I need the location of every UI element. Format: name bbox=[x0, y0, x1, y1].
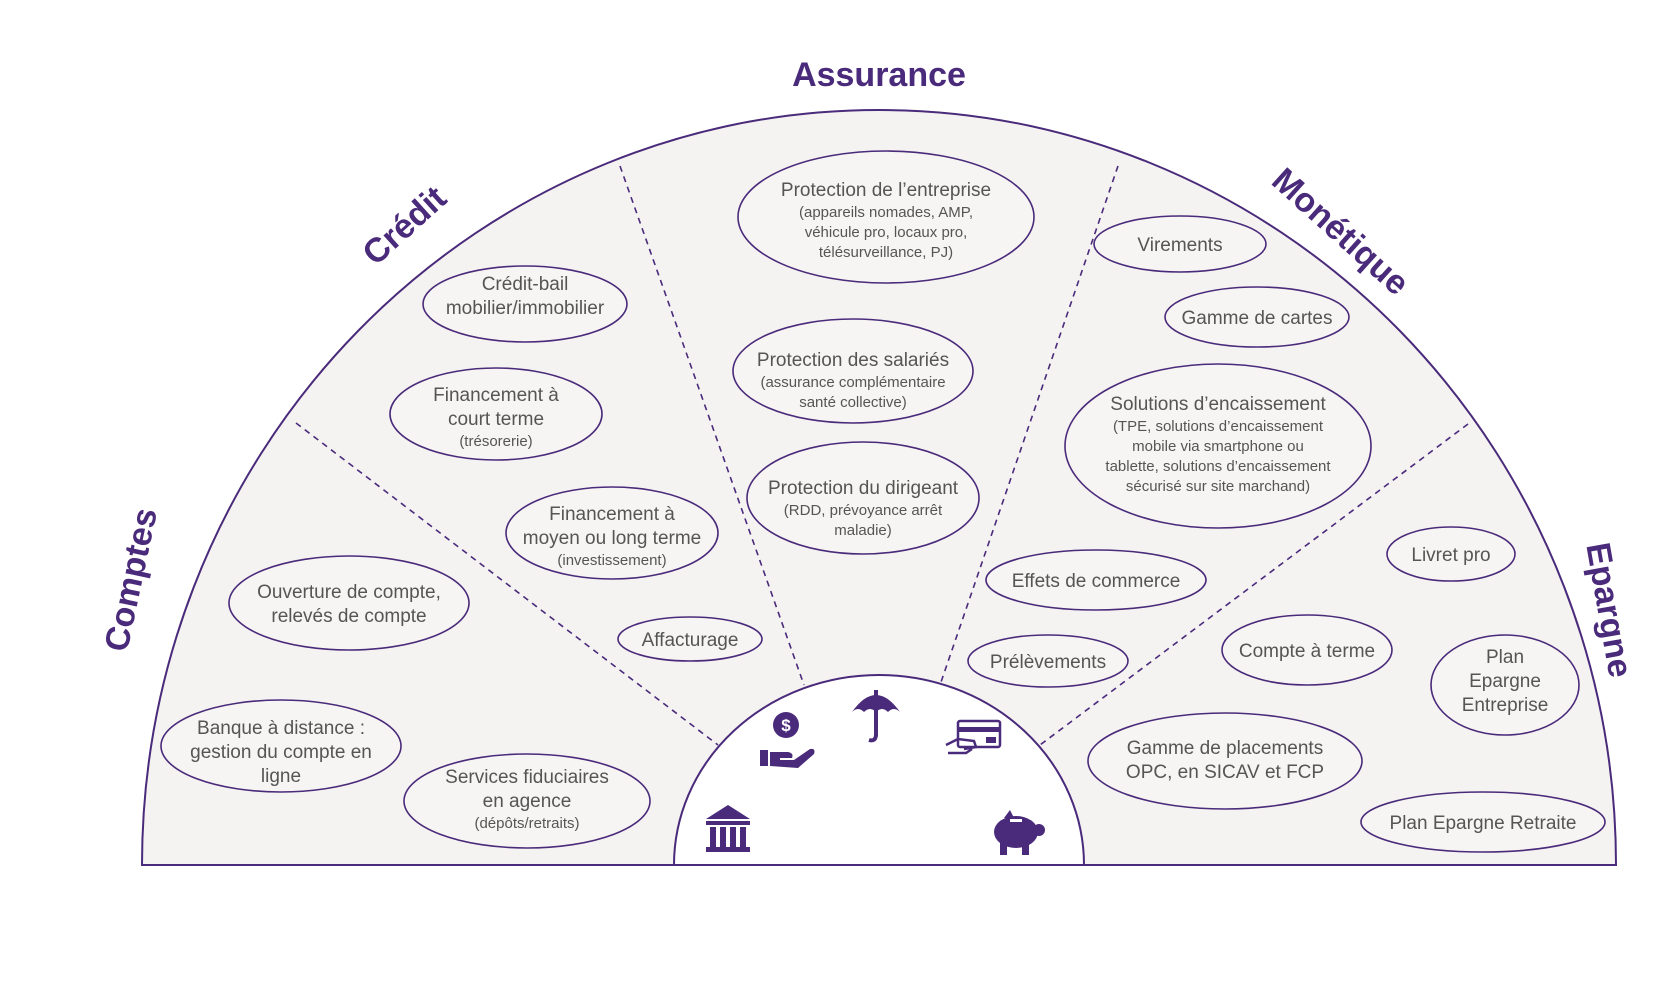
bubble-detail-line: santé collective) bbox=[799, 394, 907, 411]
bubble-plan-epargne-retraite: Plan Epargne Retraite bbox=[1360, 791, 1606, 853]
bubble-banque-distance: Banque à distance : gestion du compte en l… bbox=[160, 699, 402, 793]
bubble-financement-court: Financement à court terme (trésorerie) bbox=[389, 367, 603, 461]
bubble-title-line: ligne bbox=[261, 766, 301, 787]
bubble-outline bbox=[1360, 791, 1606, 853]
bubble-outline bbox=[1087, 712, 1363, 810]
bubble-detail-line: (assurance complémentaire bbox=[760, 374, 945, 391]
bubble-outline bbox=[746, 441, 980, 555]
bubble-title-line: Services fiduciaires bbox=[445, 767, 609, 788]
bubble-title-line: Compte à terme bbox=[1239, 641, 1375, 662]
bubble-title-line: Protection du dirigeant bbox=[768, 478, 959, 499]
bubble-detail-line: (TPE, solutions d’encaissement bbox=[1113, 418, 1324, 435]
bubble-title-line: Financement à bbox=[549, 504, 675, 525]
bubble-title-line: Banque à distance : bbox=[197, 718, 365, 739]
bubble-title-line: Ouverture de compte, bbox=[257, 582, 441, 603]
bubble-outline bbox=[422, 265, 628, 343]
bubble-detail-line: mobile via smartphone ou bbox=[1132, 438, 1304, 455]
bubble-financement-moyen: Financement à moyen ou long terme (investi… bbox=[505, 486, 719, 580]
bubble-detail-line: (RDD, prévoyance arrêt bbox=[784, 502, 943, 519]
bubble-outline bbox=[389, 367, 603, 461]
bubble-title-line: gestion du compte en bbox=[190, 742, 372, 763]
bubble-protection-entreprise: Protection de l’entreprise (appareils nom… bbox=[737, 150, 1035, 284]
bubble-outline bbox=[160, 699, 402, 793]
bubble-prelevements: Prélèvements bbox=[967, 634, 1129, 688]
bubble-gamme-cartes: Gamme de cartes bbox=[1164, 286, 1350, 348]
bubble-title-line: court terme bbox=[448, 409, 544, 430]
bubble-title-line: Entreprise bbox=[1462, 695, 1549, 716]
bubble-outline bbox=[228, 555, 470, 651]
bubble-affacturage: Affacturage bbox=[617, 616, 763, 662]
bubble-detail-line: tablette, solutions d’encaissement bbox=[1105, 458, 1331, 475]
bubble-detail-line: (dépôts/retraits) bbox=[474, 815, 579, 832]
bubble-title-line: Livret pro bbox=[1411, 545, 1490, 566]
bank-icon bbox=[706, 805, 750, 852]
bubble-title-line: Affacturage bbox=[642, 630, 739, 651]
bubble-livret-pro: Livret pro bbox=[1386, 526, 1516, 582]
bubble-outline bbox=[1430, 634, 1580, 736]
bubble-detail-line: maladie) bbox=[834, 522, 892, 539]
bubble-title-line: Financement à bbox=[433, 385, 559, 406]
money-hand-icon: $ bbox=[760, 712, 815, 768]
bubble-outline bbox=[403, 753, 651, 849]
bubble-solutions-encaissement: Solutions d’encaissement (TPE, solutions … bbox=[1064, 363, 1372, 529]
bubble-outline bbox=[985, 549, 1207, 611]
bubble-title-line: Protection de l’entreprise bbox=[781, 180, 991, 201]
bubble-detail-line: télésurveillance, PJ) bbox=[819, 244, 953, 261]
bubble-title-line: Virements bbox=[1137, 235, 1222, 256]
bubble-outline bbox=[505, 486, 719, 580]
bubble-title-line: Effets de commerce bbox=[1012, 571, 1181, 592]
bubble-services-fiduciaires: Services fiduciaires en agence (dépôts/ret… bbox=[403, 753, 651, 849]
bubble-title-line: Protection des salariés bbox=[757, 350, 949, 371]
bubble-title-line: Prélèvements bbox=[990, 652, 1106, 673]
bubble-effets-commerce: Effets de commerce bbox=[985, 549, 1207, 611]
bubble-title-line: Gamme de placements bbox=[1127, 738, 1323, 759]
bubble-title-line: Crédit-bail bbox=[482, 274, 569, 295]
bubble-outline bbox=[617, 616, 763, 662]
bubble-outline bbox=[737, 150, 1035, 284]
separator-comptes-credit bbox=[295, 422, 719, 746]
bubble-outline bbox=[1064, 363, 1372, 529]
bubble-title-line: Plan bbox=[1486, 647, 1524, 668]
umbrella-icon bbox=[852, 690, 900, 743]
bubble-protection-dirigeant: Protection du dirigeant (RDD, prévoyance … bbox=[746, 441, 980, 555]
bubble-outline bbox=[1386, 526, 1516, 582]
bubble-title-line: Plan Epargne Retraite bbox=[1390, 813, 1577, 834]
bubble-compte-terme: Compte à terme bbox=[1221, 614, 1393, 686]
bubble-detail-line: véhicule pro, locaux pro, bbox=[805, 224, 968, 241]
bubble-detail-line: (trésorerie) bbox=[459, 433, 532, 450]
bubble-detail-line: (appareils nomades, AMP, bbox=[799, 204, 973, 221]
separator-monetique-epargne bbox=[1039, 423, 1469, 746]
bubble-credit-bail: Crédit-bail mobilier/immobilier bbox=[422, 265, 628, 343]
bubble-title-line: moyen ou long terme bbox=[523, 528, 702, 549]
bubble-outline bbox=[1093, 215, 1267, 273]
svg-text:$: $ bbox=[781, 716, 791, 735]
bubble-title-line: Epargne bbox=[1469, 671, 1541, 692]
bubble-title-line: OPC, en SICAV et FCP bbox=[1126, 762, 1324, 783]
bubble-detail-line: sécurisé sur site marchand) bbox=[1126, 478, 1310, 495]
bubble-title-line: Solutions d’encaissement bbox=[1110, 394, 1326, 415]
bubble-title-line: en agence bbox=[483, 791, 572, 812]
sector-title-assurance: Assurance bbox=[792, 56, 966, 94]
bubble-title-line: mobilier/immobilier bbox=[446, 298, 605, 319]
bubble-outline bbox=[1221, 614, 1393, 686]
sector-title-comptes: Comptes bbox=[98, 505, 165, 655]
bubble-detail-line: (investissement) bbox=[557, 552, 666, 569]
bubble-protection-salaries: Protection des salariés (assurance complé… bbox=[732, 318, 974, 424]
bubble-virements: Virements bbox=[1093, 215, 1267, 273]
bubble-outline bbox=[1164, 286, 1350, 348]
bubble-outline bbox=[732, 318, 974, 424]
bubble-title-line: Gamme de cartes bbox=[1182, 308, 1333, 329]
piggy-bank-icon bbox=[994, 810, 1045, 855]
bubble-ouverture-compte: Ouverture de compte, relevés de compte bbox=[228, 555, 470, 651]
separator-credit-assurance bbox=[619, 165, 805, 686]
bubble-title-line: relevés de compte bbox=[271, 606, 426, 627]
card-hand-icon bbox=[945, 719, 1002, 755]
separator-assurance-monetique bbox=[939, 165, 1119, 686]
bubble-outline bbox=[967, 634, 1129, 688]
